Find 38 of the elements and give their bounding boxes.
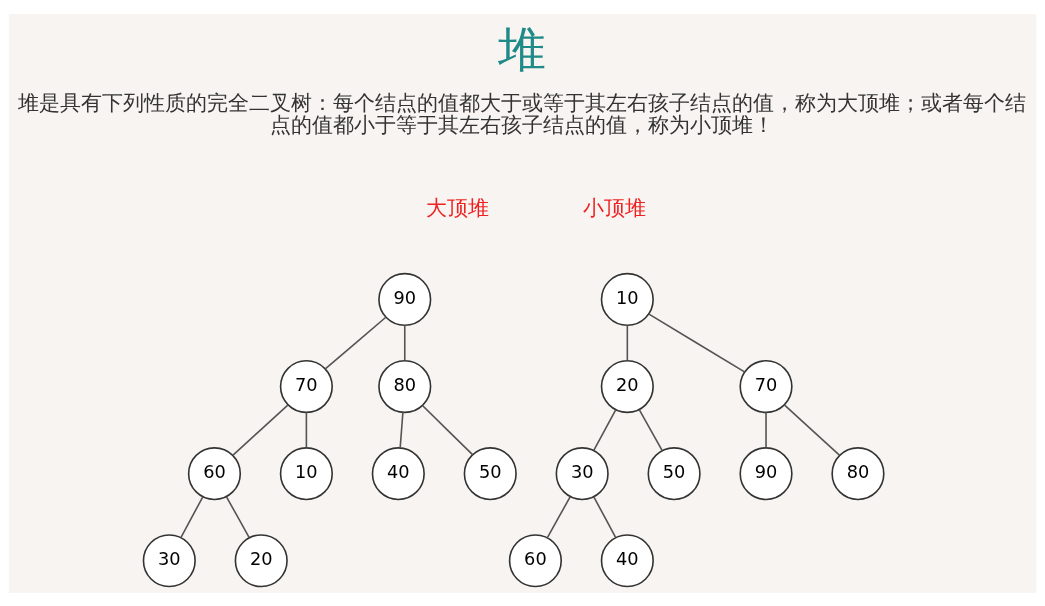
node-circle: 60 [187, 446, 242, 500]
node-circle: 70 [279, 359, 333, 413]
connector [783, 403, 841, 456]
label: 大顶堆 [426, 195, 490, 220]
connector [403, 324, 406, 361]
connector [232, 403, 289, 456]
connector [593, 495, 617, 538]
node-circle: 80 [831, 446, 885, 500]
node-circle: 40 [371, 446, 425, 500]
node-circle: 20 [234, 533, 288, 587]
node-circle: 30 [142, 533, 196, 587]
connector [626, 324, 629, 361]
node-circle: 70 [739, 359, 793, 413]
connector [225, 495, 250, 538]
label: 堆是具有下列性质的完全二叉树：每个结点的值都大于或等于其左右孩子结点的值，称为大顶堆；或者每个结点的值都小于等于其左右孩子结点的值，称为小顶堆！ [18, 90, 1027, 137]
connector [180, 495, 204, 538]
node-circle: 30 [555, 446, 609, 500]
node-circle: 60 [508, 533, 562, 587]
node-circle: 50 [463, 446, 517, 500]
node-circle: 90 [378, 272, 432, 326]
label: 小顶堆 [582, 195, 646, 220]
node-circle: 40 [600, 533, 654, 587]
connector [648, 312, 746, 373]
connector [305, 411, 308, 448]
connector [324, 315, 387, 370]
node-circle: 20 [600, 359, 654, 413]
connector [546, 495, 571, 538]
node-circle: 10 [600, 272, 654, 326]
node-circle: 80 [378, 359, 432, 413]
connector [593, 408, 617, 451]
connector [399, 411, 404, 448]
node-circle: 10 [279, 446, 333, 500]
diagram-title: 堆 [498, 20, 547, 77]
connector [421, 404, 474, 455]
node-circle: 90 [739, 446, 793, 500]
connector [765, 411, 767, 448]
node-circle: 50 [647, 446, 701, 500]
connector [638, 408, 663, 451]
